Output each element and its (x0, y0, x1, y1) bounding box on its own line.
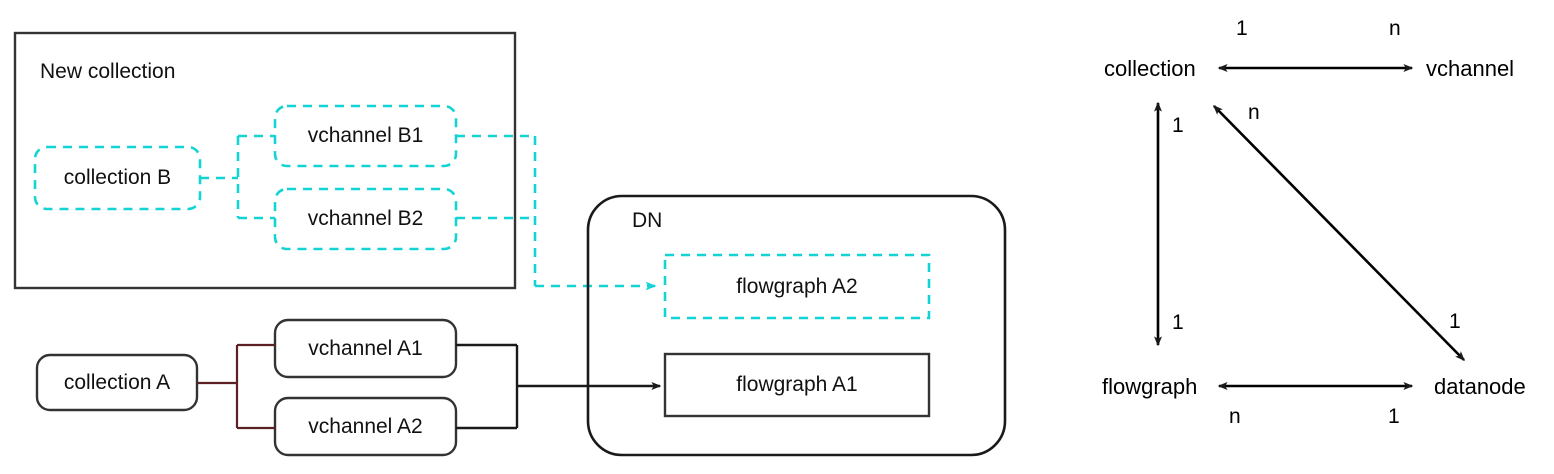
connector-collectionb-vchannels (200, 134, 275, 220)
vchannel-b2-rect[interactable] (273, 187, 458, 251)
flowgraph-a1-rect[interactable] (663, 352, 931, 418)
vchannel-b1-rect[interactable] (273, 104, 458, 168)
new-collection-container-rect (13, 31, 517, 290)
vchannel-a1-rect[interactable] (273, 318, 458, 379)
entity-vchannel-label: vchannel (1426, 56, 1515, 81)
collection-b-rect[interactable] (33, 145, 202, 211)
cardinality-top-right: n (1389, 17, 1401, 40)
dn-container-rect (586, 194, 1007, 457)
connector-vchannelsa-flowgrapha1 (456, 343, 660, 430)
collection-a-rect[interactable] (35, 353, 199, 412)
entity-collection-label: collection (1104, 56, 1196, 81)
vchannel-a2-rect[interactable] (273, 396, 458, 457)
dn-container-label: DN (632, 209, 663, 232)
new-collection-container-label: New collection (40, 60, 176, 83)
cardinality-left-upper: 1 (1172, 114, 1184, 137)
cardinality-top-left: 1 (1236, 17, 1248, 40)
cardinality-bottom-left: n (1229, 405, 1241, 428)
connector-collectiona-vchannels (197, 343, 275, 430)
er-arrow-vchannel-datanode (1213, 105, 1465, 361)
entity-datanode-label: datanode (1434, 374, 1526, 399)
cardinality-left-lower: 1 (1172, 311, 1184, 334)
cardinality-bottom-right: 1 (1388, 405, 1400, 428)
cardinality-diagonal-lower: 1 (1449, 310, 1461, 333)
connector-vchannelsb-flowgrapha2 (456, 134, 655, 286)
cardinality-diagonal-upper: n (1248, 101, 1260, 124)
flowgraph-a2-rect[interactable] (663, 253, 931, 320)
entity-flowgraph-label: flowgraph (1102, 374, 1198, 399)
